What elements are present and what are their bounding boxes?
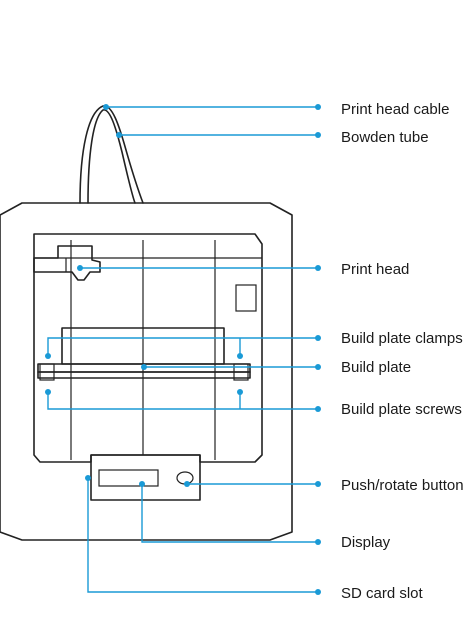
leader-dot-print-head-cable [103, 104, 109, 110]
leader-dot-print-head [77, 265, 83, 271]
bowden-tube-line [87, 109, 136, 204]
filament-port [235, 284, 257, 312]
leader-dot-print-head [315, 265, 321, 271]
leader-dot-build-plate-screws [45, 389, 51, 395]
label-build-plate-screws: Build plate screws [341, 401, 462, 418]
callout-labels: Print head cable Bowden tube Print head … [341, 101, 464, 602]
label-print-head-cable: Print head cable [341, 101, 449, 118]
label-display: Display [341, 534, 391, 551]
print-head-shape [33, 245, 101, 281]
leader-dot-build-plate [315, 364, 321, 370]
right-clamp [233, 363, 249, 381]
leader-dot-display [315, 539, 321, 545]
leader-dot-display [139, 481, 145, 487]
leader-dot-build-plate-screws [237, 389, 243, 395]
label-print-head: Print head [341, 261, 409, 278]
leader-sd-card-slot [87, 478, 318, 593]
label-build-plate-clamps: Build plate clamps [341, 330, 463, 347]
label-build-plate: Build plate [341, 359, 411, 376]
leader-dot-build-plate-clamps [237, 353, 243, 359]
control-panel [90, 454, 201, 501]
leader-build-plate-screws [47, 392, 318, 410]
leader-dot-push-rotate-button [184, 481, 190, 487]
leader-dot-sd-card-slot [315, 589, 321, 595]
display-screen [98, 469, 159, 487]
left-clamp [39, 363, 55, 381]
build-plate-lower [37, 371, 251, 379]
leader-dot-bowden-tube [315, 132, 321, 138]
leader-dot-build-plate-clamps [45, 353, 51, 359]
leader-dot-bowden-tube [116, 132, 122, 138]
printer-housing [0, 202, 293, 541]
leader-dot-sd-card-slot [85, 475, 91, 481]
leader-dot-print-head-cable [315, 104, 321, 110]
leader-dot-build-plate-clamps [315, 335, 321, 341]
label-bowden-tube: Bowden tube [341, 129, 429, 146]
leader-display [141, 484, 318, 543]
leader-lines [45, 104, 321, 595]
label-sd-card-slot: SD card slot [341, 585, 424, 602]
leader-dot-push-rotate-button [315, 481, 321, 487]
label-push-rotate-button: Push/rotate button [341, 477, 464, 494]
print-head-cable-line [79, 105, 144, 204]
leader-build-plate-clamps [47, 337, 318, 356]
leader-dot-build-plate-screws [315, 406, 321, 412]
printer-illustration [0, 105, 293, 541]
leader-dot-build-plate [141, 364, 147, 370]
